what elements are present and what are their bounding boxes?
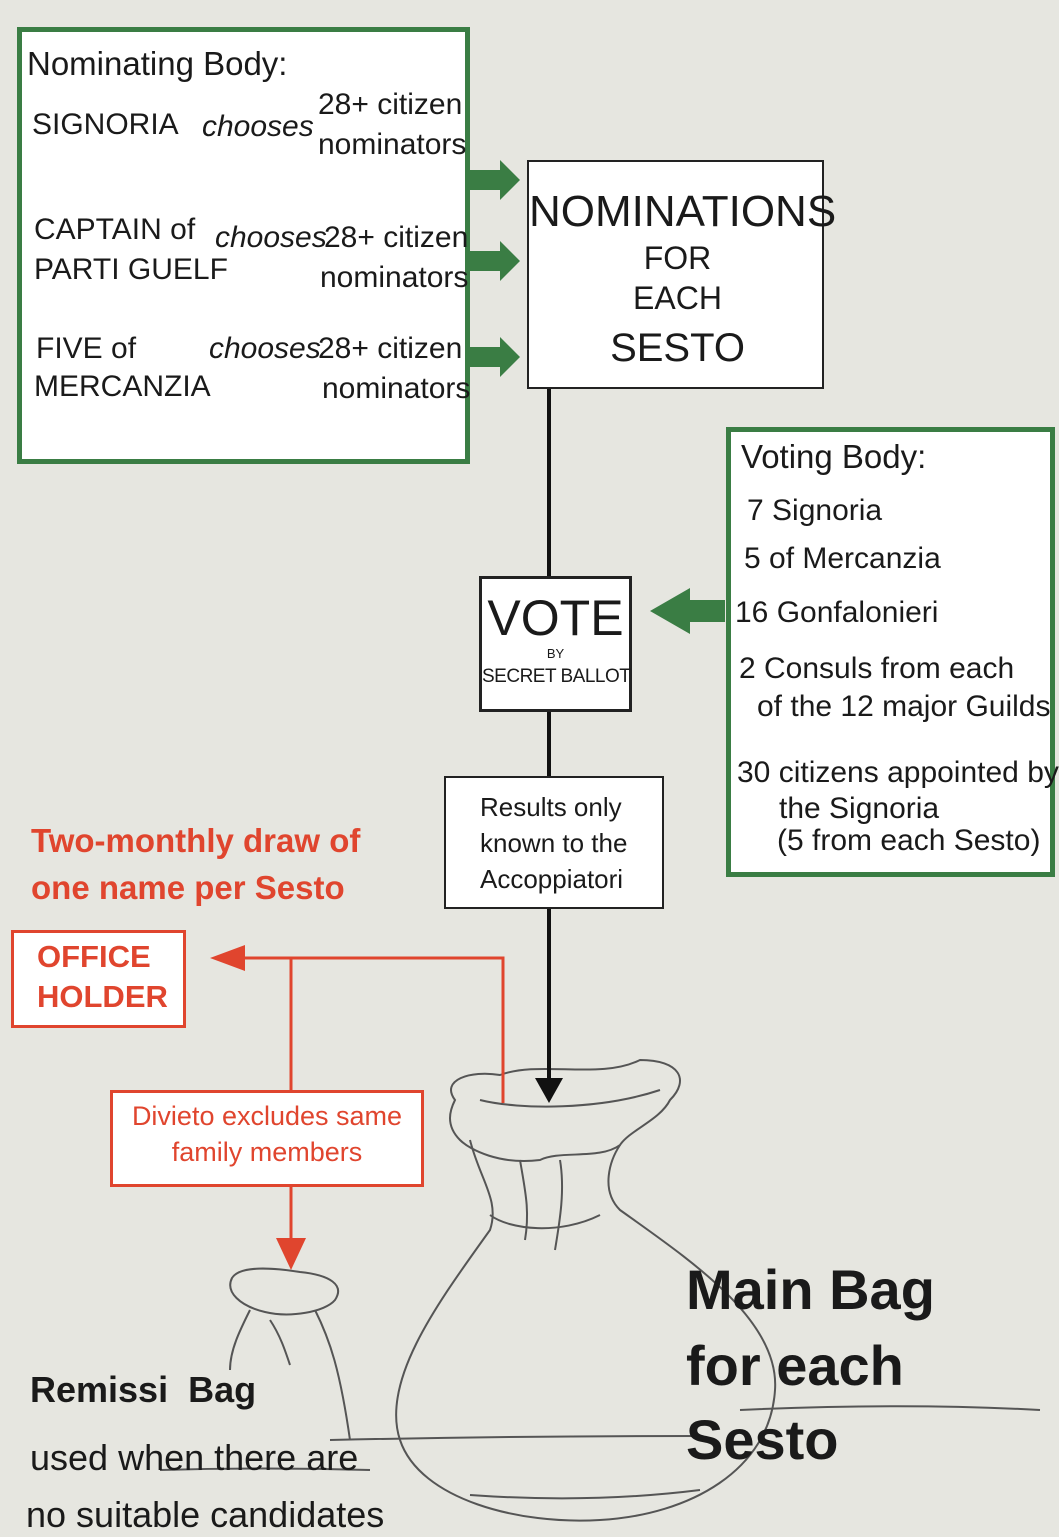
chooses-label: chooses	[209, 332, 321, 365]
vote-box: VOTE BY SECRET BALLOT	[479, 576, 632, 712]
voter-mercanzia: 5 of Mercanzia	[744, 542, 941, 575]
office-holder-line-1: OFFICE	[37, 939, 151, 974]
office-holder-line-2: HOLDER	[37, 979, 168, 1014]
nominations-title: NOMINATIONS	[529, 187, 837, 236]
divieto-box: Divieto excludes same family members	[110, 1090, 424, 1187]
remissi-bag-desc-1: used when there are	[30, 1437, 359, 1478]
main-bag-line-2: for each	[686, 1334, 904, 1397]
draw-label-line-2: one name per Sesto	[31, 869, 345, 906]
chooses-label: chooses	[215, 221, 327, 254]
nominations-sesto: SESTO	[610, 326, 745, 370]
nominations-box: NOMINATIONS FOR EACH SESTO	[527, 160, 837, 389]
nominator-role: nominators	[322, 372, 471, 405]
results-line-1: Results only	[480, 792, 622, 822]
nominator-count: 28+ citizen	[318, 332, 463, 365]
green-arrows	[468, 160, 725, 634]
results-line-3: Accoppiatori	[480, 864, 624, 894]
nominator-body-captain: CAPTAIN of	[34, 213, 196, 246]
nominator-count: 28+ citizen	[324, 221, 469, 254]
divieto-line-2: family members	[171, 1137, 363, 1167]
nominations-each: EACH	[633, 280, 722, 316]
voter-citizens-per-sesto: (5 from each Sesto)	[777, 824, 1041, 857]
voter-signoria: 7 Signoria	[747, 494, 883, 527]
office-holder-box: OFFICE HOLDER	[11, 930, 186, 1028]
vote-by: BY	[546, 646, 565, 661]
nominating-body-title: Nominating Body:	[27, 45, 288, 82]
nominator-body-mercanzia: MERCANZIA	[34, 370, 211, 403]
nominator-body-five: FIVE of	[36, 332, 137, 365]
main-bag-line-3: Sesto	[686, 1408, 839, 1471]
voter-citizens: 30 citizens appointed by	[737, 756, 1059, 789]
vote-title: VOTE	[487, 590, 624, 646]
voter-gonfalonieri: 16 Gonfalonieri	[735, 596, 939, 629]
vote-method: SECRET BALLOT	[482, 666, 631, 687]
remissi-bag-sketch	[159, 1267, 371, 1471]
nominator-role: nominators	[318, 128, 467, 161]
remissi-bag-desc-2: no suitable candidates	[26, 1494, 385, 1535]
voter-consuls: 2 Consuls from each	[739, 652, 1015, 685]
results-line-2: known to the	[480, 828, 628, 858]
nominating-body-box: Nominating Body: SIGNORIA chooses 28+ ci…	[17, 27, 470, 464]
remissi-bag-title: Remissi Bag	[30, 1369, 257, 1410]
arrow-to-office-holder	[210, 945, 245, 971]
results-box: Results only known to the Accoppiatori	[444, 776, 664, 909]
voter-citizens-signoria: the Signoria	[779, 792, 940, 825]
voter-guilds: of the 12 major Guilds	[757, 690, 1051, 723]
nominator-body-signoria: SIGNORIA	[32, 108, 179, 141]
nominator-body-parti-guelf: PARTI GUELF	[34, 253, 228, 286]
divieto-line-1: Divieto excludes same	[131, 1101, 403, 1131]
arrow-to-remissi-bag	[276, 1238, 306, 1270]
arrow-into-main-bag	[535, 1078, 563, 1103]
red-connectors	[240, 956, 505, 1240]
nominations-for: FOR	[643, 240, 712, 276]
main-bag-line-1: Main Bag	[686, 1258, 935, 1321]
main-bag-sketch	[329, 1058, 1041, 1522]
draw-label-line-1: Two-monthly draw of	[31, 822, 361, 859]
nominator-count: 28+ citizen	[318, 88, 463, 121]
voting-body-title: Voting Body:	[741, 438, 927, 475]
chooses-label: chooses	[202, 110, 314, 143]
nominator-role: nominators	[320, 261, 469, 294]
voting-body-box: Voting Body: 7 Signoria 5 of Mercanzia 1…	[726, 427, 1059, 877]
